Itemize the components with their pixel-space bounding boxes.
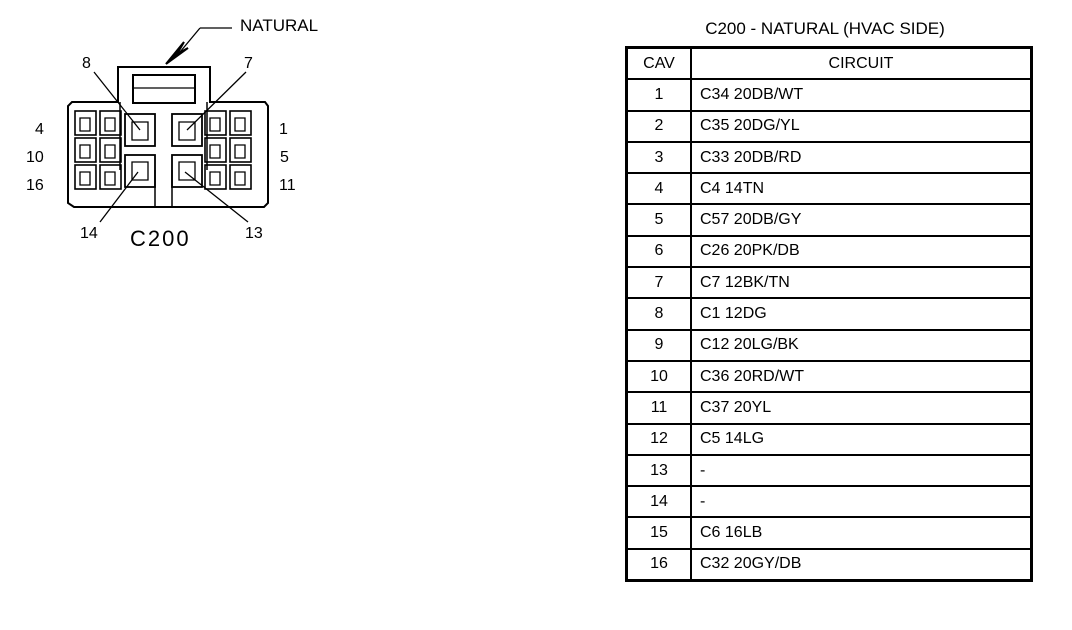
table-row: 14-: [625, 485, 1033, 519]
large-cavities: [124, 113, 203, 188]
cav-cell: 11: [625, 391, 692, 425]
callout-arrow-icon: [165, 41, 189, 65]
circuit-cell: C35 20DG/YL: [690, 109, 1033, 143]
table-header-row: CAV CIRCUIT: [625, 46, 1033, 81]
cav-cell: 6: [625, 234, 692, 269]
cav-cell: 1: [625, 78, 692, 112]
cav-cell: 5: [625, 203, 692, 237]
circuit-cell: C12 20LG/BK: [690, 328, 1033, 362]
circuit-cell: C32 20GY/DB: [690, 547, 1033, 582]
connector-diagram: NATURAL 8 7 4 10 16 1 5 11 14 13 C200: [26, 16, 318, 251]
leader-lines: [93, 27, 249, 223]
cav-cell: 7: [625, 266, 692, 300]
cavity-label-11: 11: [279, 177, 296, 194]
circuit-cell: C33 20DB/RD: [690, 140, 1033, 175]
cav-cell: 16: [625, 547, 692, 582]
cav-cell: 4: [625, 172, 692, 206]
table-row: 13-: [625, 453, 1033, 488]
right-cavity-block: [204, 110, 252, 190]
left-cavity-block: [74, 110, 122, 190]
circuit-cell: C1 12DG: [690, 297, 1033, 331]
cav-cell: 15: [625, 516, 692, 550]
cav-cell: 9: [625, 328, 692, 362]
circuit-cell: C7 12BK/TN: [690, 266, 1033, 300]
connector-latch: [132, 74, 196, 104]
connector-housing: [67, 66, 269, 208]
circuit-cell: C6 16LB: [690, 516, 1033, 550]
circuit-cell: -: [690, 453, 1033, 488]
connector-label: C200: [130, 226, 191, 251]
cavity-label-10: 10: [26, 149, 44, 166]
cav-cell: 3: [625, 140, 692, 175]
color-callout-label: NATURAL: [240, 16, 318, 35]
cavity-label-4: 4: [35, 121, 44, 138]
cavity-label-16: 16: [26, 177, 44, 194]
circuit-cell: C37 20YL: [690, 391, 1033, 425]
cav-column-header: CAV: [625, 46, 692, 81]
circuit-cell: C5 14LG: [690, 422, 1033, 456]
cavity-label-14: 14: [80, 225, 98, 242]
cavity-label-8: 8: [82, 55, 91, 72]
cav-cell: 8: [625, 297, 692, 331]
cav-cell: 13: [625, 453, 692, 488]
cav-cell: 12: [625, 422, 692, 456]
circuit-cell: C34 20DB/WT: [690, 78, 1033, 112]
circuit-cell: C4 14TN: [690, 172, 1033, 206]
circuit-cell: C57 20DB/GY: [690, 203, 1033, 237]
cav-cell: 14: [625, 485, 692, 519]
table-title: C200 - NATURAL (HVAC SIDE): [705, 19, 945, 38]
circuit-cell: -: [690, 485, 1033, 519]
cav-cell: 2: [625, 109, 692, 143]
cavity-label-13: 13: [245, 225, 263, 242]
cav-cell: 10: [625, 359, 692, 394]
cavity-label-1: 1: [279, 121, 288, 138]
circuit-cell: C26 20PK/DB: [690, 234, 1033, 269]
cavity-label-5: 5: [280, 149, 289, 166]
circuit-column-header: CIRCUIT: [690, 46, 1033, 81]
circuit-cell: C36 20RD/WT: [690, 359, 1033, 394]
cavity-label-7: 7: [244, 55, 253, 72]
